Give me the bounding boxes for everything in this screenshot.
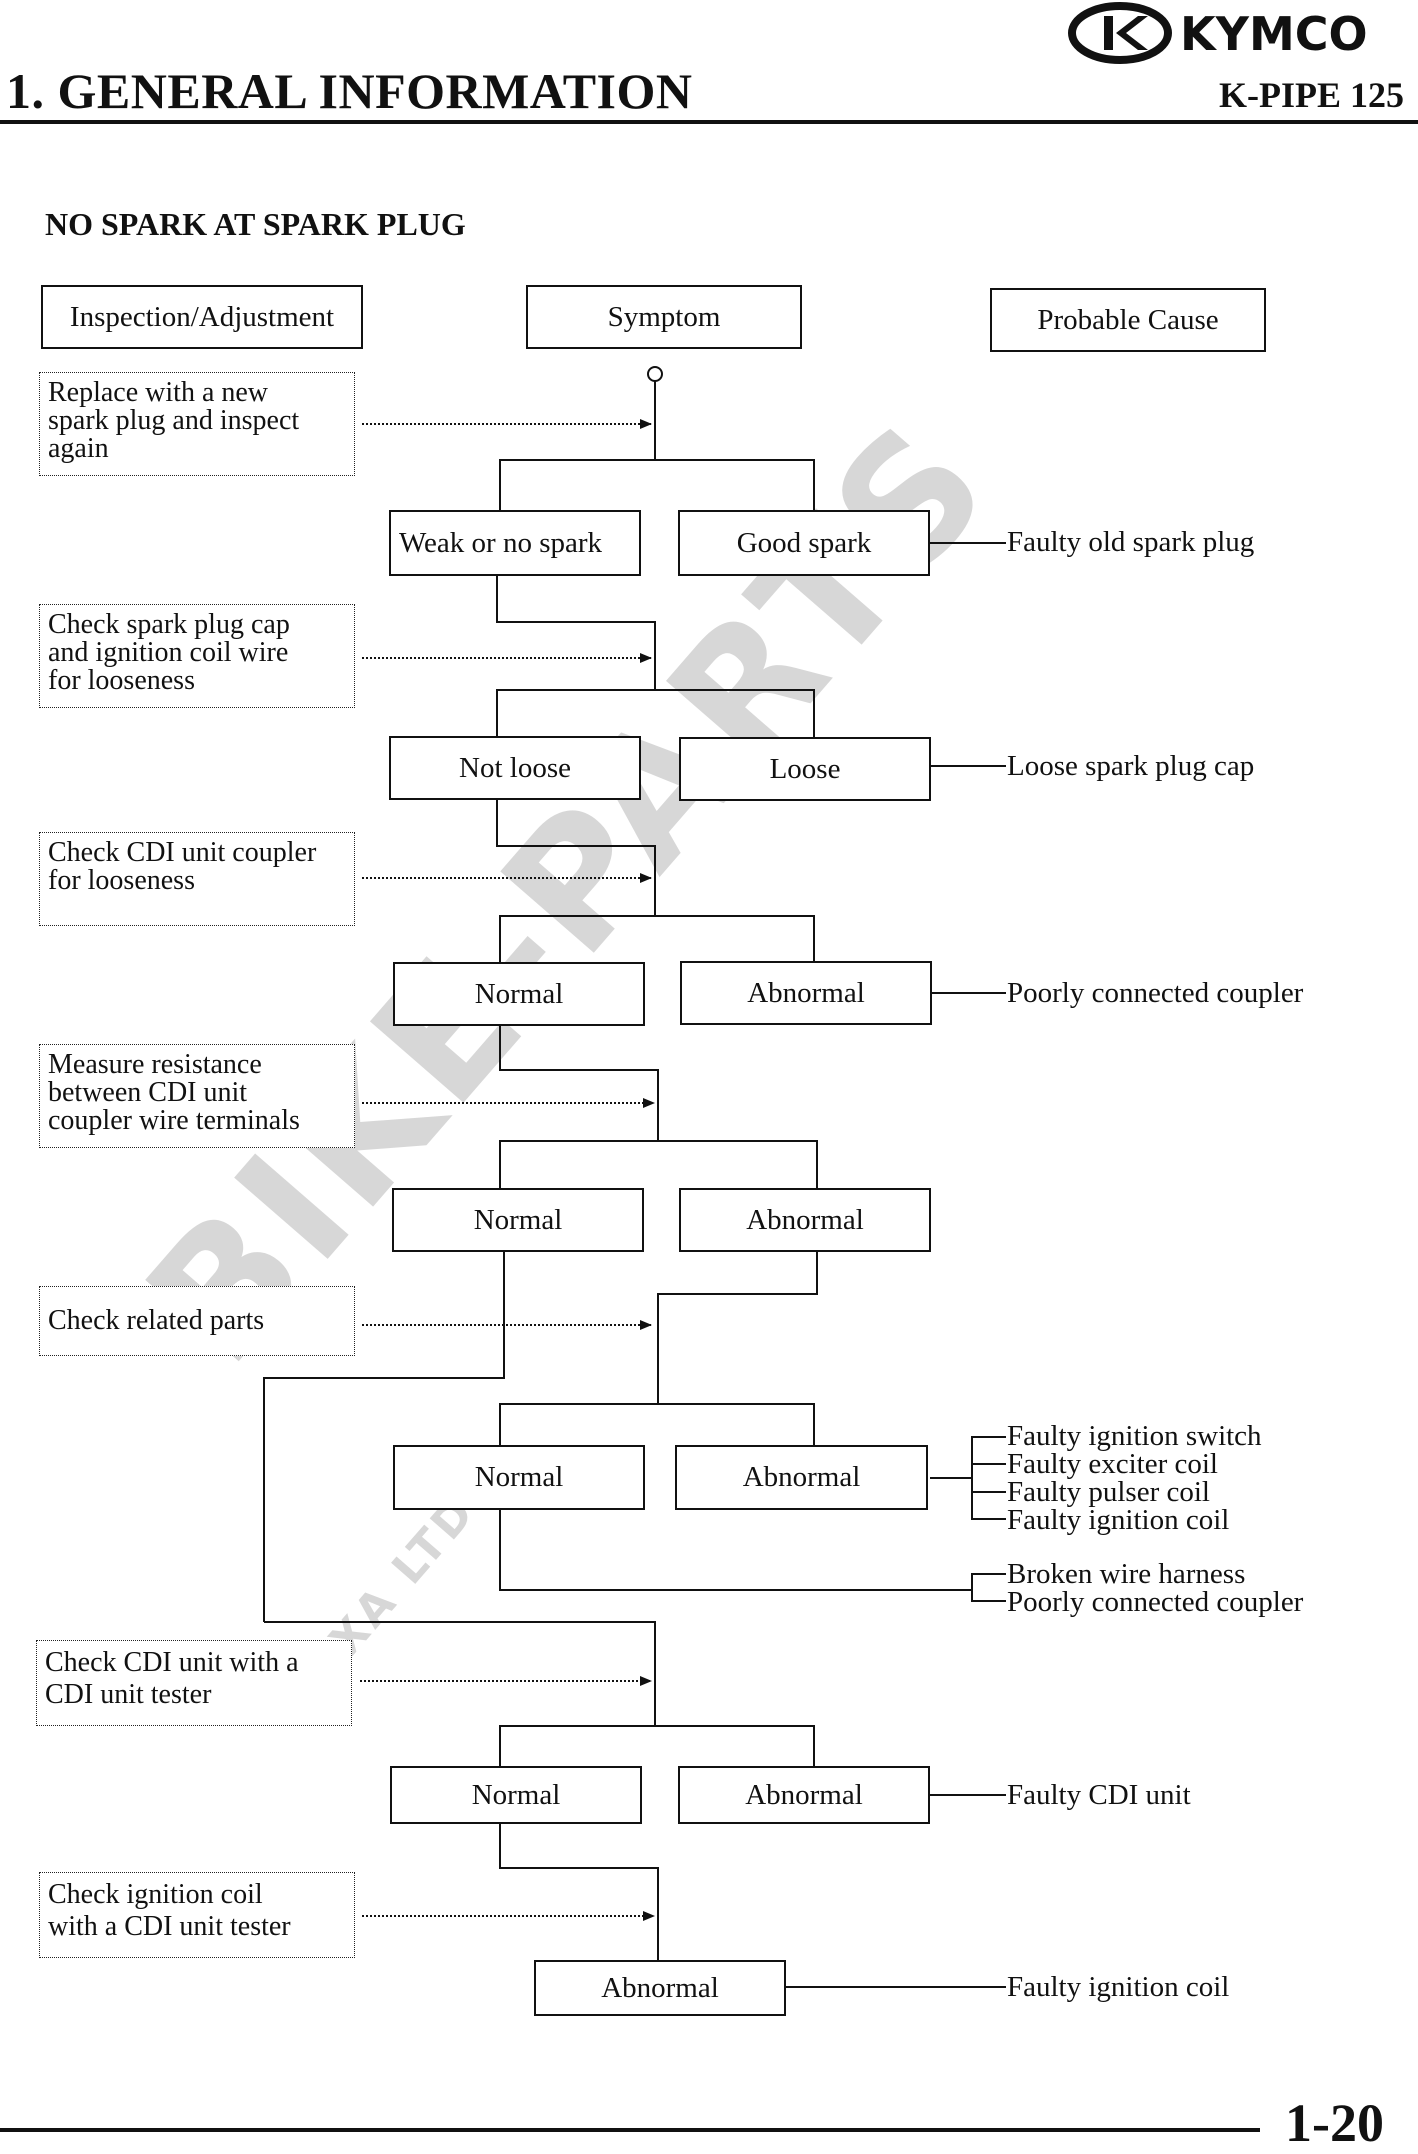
result-coupler-normal: Normal	[393, 962, 645, 1026]
cause-faulty-ignition-coil-final: Faulty ignition coil	[1007, 1971, 1230, 2003]
footer-divider	[0, 2128, 1260, 2132]
inspection-step-7-text: Check ignition coil with a CDI unit test…	[48, 1879, 291, 1943]
page-number: 1-20	[1285, 2093, 1384, 2153]
cause-faulty-ignition-coil: Faulty ignition coil	[1007, 1504, 1230, 1536]
result-related-parts-normal: Normal	[393, 1445, 645, 1510]
header-divider	[0, 120, 1418, 124]
result-coupler-abnormal: Abnormal	[680, 961, 932, 1025]
inspection-step-2-text: Check spark plug cap and ignition coil w…	[48, 609, 290, 696]
inspection-step-3-text: Check CDI unit coupler for looseness	[48, 837, 317, 896]
result-cdi-normal: Normal	[390, 1766, 642, 1824]
cause-faulty-exciter-coil: Faulty exciter coil	[1007, 1448, 1218, 1480]
section-title: 1. GENERAL INFORMATION	[6, 63, 693, 119]
result-weak-or-no-spark: Weak or no spark	[389, 510, 641, 576]
chart-title: NO SPARK AT SPARK PLUG	[45, 206, 466, 242]
inspection-step-7: Check ignition coil with a CDI unit test…	[39, 1872, 355, 1958]
cause-list-related-parts: Faulty ignition switch Faulty exciter co…	[1007, 1420, 1262, 1536]
cause-loose-spark-plug-cap: Loose spark plug cap	[1007, 750, 1255, 782]
result-loose: Loose	[679, 737, 931, 801]
result-not-loose: Not loose	[389, 736, 641, 800]
cause-faulty-old-spark-plug: Faulty old spark plug	[1007, 526, 1255, 558]
cause-poorly-connected-coupler: Poorly connected coupler	[1007, 977, 1304, 1009]
inspection-step-3: Check CDI unit coupler for looseness	[39, 832, 355, 926]
result-resistance-normal: Normal	[392, 1188, 644, 1252]
cause-broken-wire-harness: Broken wire harness	[1007, 1558, 1246, 1590]
inspection-step-5-text: Check related parts	[48, 1305, 265, 1336]
header-symptom: Symptom	[526, 285, 802, 349]
inspection-step-4-text: Measure resistance between CDI unit coup…	[48, 1049, 300, 1136]
result-cdi-abnormal: Abnormal	[678, 1766, 930, 1824]
inspection-step-1: Replace with a new spark plug and inspec…	[39, 372, 355, 476]
start-node	[647, 366, 663, 382]
inspection-step-4: Measure resistance between CDI unit coup…	[39, 1044, 355, 1148]
svg-text:KYMCO: KYMCO	[1180, 7, 1368, 61]
header-inspection: Inspection/Adjustment	[41, 285, 363, 349]
cause-faulty-pulser-coil: Faulty pulser coil	[1007, 1476, 1210, 1508]
cause-faulty-cdi-unit: Faulty CDI unit	[1007, 1779, 1191, 1811]
header-probable-cause: Probable Cause	[990, 288, 1266, 352]
inspection-step-6: Check CDI unit with a CDI unit tester	[36, 1640, 352, 1726]
cause-faulty-ignition-switch: Faulty ignition switch	[1007, 1420, 1262, 1452]
model-name: K-PIPE 125	[1219, 75, 1404, 115]
result-resistance-abnormal: Abnormal	[679, 1188, 931, 1252]
inspection-step-5: Check related parts	[39, 1286, 355, 1356]
result-good-spark: Good spark	[678, 510, 930, 576]
cause-list-wiring: Broken wire harness Poorly connected cou…	[1007, 1558, 1304, 1618]
inspection-step-1-text: Replace with a new spark plug and inspec…	[48, 377, 300, 464]
page-header: KYMCO 1. GENERAL INFORMATION K-PIPE 125	[0, 0, 1418, 130]
inspection-step-2: Check spark plug cap and ignition coil w…	[39, 604, 355, 708]
cause-poorly-connected-coupler-2: Poorly connected coupler	[1007, 1586, 1304, 1618]
kymco-logo: KYMCO	[1068, 2, 1410, 64]
result-ignition-coil-abnormal: Abnormal	[534, 1960, 786, 2016]
inspection-step-6-text: Check CDI unit with a CDI unit tester	[45, 1647, 299, 1711]
result-related-parts-abnormal: Abnormal	[675, 1445, 928, 1510]
kymco-logo-icon: KYMCO	[1068, 2, 1368, 64]
